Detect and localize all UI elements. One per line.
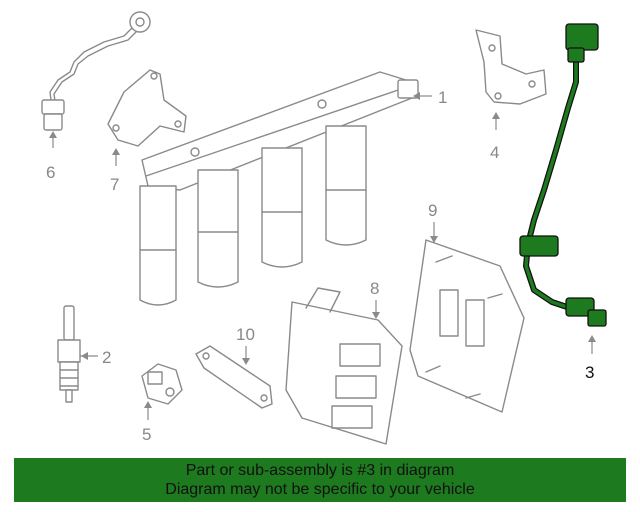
part-1-ignition-coil[interactable] <box>139 71 419 306</box>
callout-2: 2 <box>102 348 111 367</box>
callout-8: 8 <box>370 279 379 298</box>
callout-5: 5 <box>142 425 151 444</box>
part-7-bracket[interactable] <box>107 69 187 147</box>
part-3-wire-harness[interactable] <box>519 23 607 327</box>
callout-7: 7 <box>110 175 119 194</box>
arrow-4 <box>492 112 500 119</box>
arrow-8 <box>372 312 380 319</box>
banner-line-1: Part or sub-assembly is #3 in diagram <box>185 462 455 479</box>
callout-4: 4 <box>490 143 499 162</box>
callout-6: 6 <box>46 163 55 182</box>
callout-3: 3 <box>585 363 594 382</box>
callout-1: 1 <box>438 88 447 107</box>
part-6-knock-sensor[interactable] <box>41 11 151 131</box>
callout-9: 9 <box>428 201 437 220</box>
arrow-1 <box>413 92 420 100</box>
arrow-9 <box>430 236 438 243</box>
part-10-bracket[interactable] <box>195 345 273 409</box>
parts-diagram: 6 7 1 4 <box>41 11 607 445</box>
banner-line-2: Diagram may not be specific to your vehi… <box>165 481 475 498</box>
part-4-bracket[interactable] <box>475 29 547 105</box>
arrow-5 <box>144 401 152 408</box>
part-9-ecm-bracket[interactable] <box>409 239 525 413</box>
arrow-2 <box>81 352 88 360</box>
part-2-spark-plug[interactable] <box>57 305 81 403</box>
arrow-3 <box>588 335 596 342</box>
info-banner: Part or sub-assembly is #3 in diagram Di… <box>14 458 626 502</box>
arrow-7 <box>112 148 120 155</box>
arrow-6 <box>49 131 57 138</box>
part-8-ecm-module[interactable] <box>285 287 403 445</box>
part-5-sensor[interactable] <box>141 363 183 405</box>
callout-10: 10 <box>236 325 255 344</box>
arrow-10 <box>242 358 250 365</box>
